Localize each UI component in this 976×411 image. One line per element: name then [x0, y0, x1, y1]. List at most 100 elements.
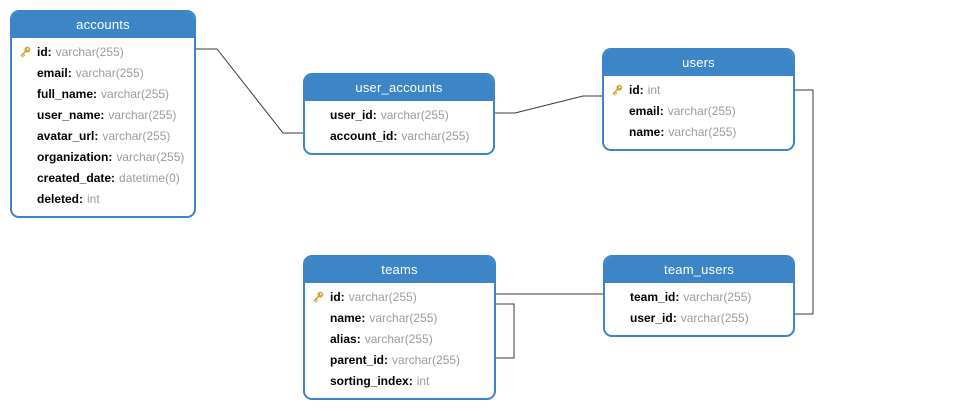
field-separator: : — [408, 373, 413, 388]
key-slot-empty — [18, 171, 37, 185]
field-type: varchar(255) — [668, 124, 737, 139]
field-name: email — [629, 103, 660, 118]
field-name: parent_id — [330, 352, 385, 367]
field-row-name[interactable]: name:varchar(255) — [604, 121, 793, 142]
field-row-user_name[interactable]: user_name:varchar(255) — [12, 104, 194, 125]
field-row-email[interactable]: email:varchar(255) — [604, 100, 793, 121]
primary-key-icon — [20, 46, 31, 58]
field-name: email — [37, 65, 68, 80]
field-separator: : — [393, 128, 398, 143]
key-slot-empty — [311, 108, 330, 122]
field-type: varchar(255) — [392, 352, 461, 367]
field-type: varchar(255) — [108, 107, 177, 122]
key-slot-empty — [611, 311, 630, 325]
field-separator: : — [93, 86, 98, 101]
field-row-deleted[interactable]: deleted:int — [12, 188, 194, 209]
key-slot-empty — [311, 374, 330, 388]
field-name: created_date — [37, 170, 112, 185]
field-type: varchar(255) — [75, 65, 144, 80]
key-slot-empty — [611, 290, 630, 304]
field-row-organization[interactable]: organization:varchar(255) — [12, 146, 194, 167]
field-row-avatar_url[interactable]: avatar_url:varchar(255) — [12, 125, 194, 146]
field-separator: : — [47, 44, 52, 59]
field-type: varchar(255) — [102, 128, 171, 143]
field-name: organization — [37, 149, 109, 164]
table-body: id:varchar(255)email:varchar(255)full_na… — [12, 38, 194, 216]
field-row-team_id[interactable]: team_id:varchar(255) — [605, 286, 793, 307]
field-name: name — [330, 310, 362, 325]
field-separator: : — [672, 310, 677, 325]
field-name: user_id — [330, 107, 373, 122]
field-name: full_name — [37, 86, 94, 101]
field-row-name[interactable]: name:varchar(255) — [305, 307, 494, 328]
field-row-full_name[interactable]: full_name:varchar(255) — [12, 83, 194, 104]
table-title[interactable]: teams — [305, 257, 494, 283]
relationship-teams-self-reference[interactable] — [496, 303, 515, 359]
table-body: team_id:varchar(255)user_id:varchar(255) — [605, 283, 793, 335]
key-slot-empty — [18, 87, 37, 101]
field-row-user_id[interactable]: user_id:varchar(255) — [605, 307, 793, 328]
field-separator: : — [67, 65, 72, 80]
field-row-id[interactable]: id:int — [604, 79, 793, 100]
field-type: varchar(255) — [55, 44, 124, 59]
field-row-account_id[interactable]: account_id:varchar(255) — [305, 125, 493, 146]
field-type: varchar(255) — [369, 310, 438, 325]
field-type: int — [647, 82, 661, 97]
key-slot-empty — [610, 125, 629, 139]
table-title[interactable]: accounts — [12, 12, 194, 38]
field-row-user_id[interactable]: user_id:varchar(255) — [305, 104, 493, 125]
field-row-sorting_index[interactable]: sorting_index:int — [305, 370, 494, 391]
field-separator: : — [79, 191, 84, 206]
key-slot-empty — [311, 129, 330, 143]
key-slot-empty — [18, 108, 37, 122]
key-slot-empty — [18, 192, 37, 206]
primary-key-icon — [313, 291, 324, 303]
field-name: account_id — [330, 128, 394, 143]
field-separator: : — [675, 289, 680, 304]
relationship-accounts-to-user_accounts[interactable] — [196, 48, 303, 134]
table-body: user_id:varchar(255)account_id:varchar(2… — [305, 101, 493, 153]
field-row-email[interactable]: email:varchar(255) — [12, 62, 194, 83]
table-title[interactable]: users — [604, 50, 793, 76]
field-name: name — [629, 124, 661, 139]
table-title[interactable]: team_users — [605, 257, 793, 283]
relationship-user_accounts-to-users[interactable] — [495, 95, 602, 114]
field-separator: : — [639, 82, 644, 97]
key-slot-empty — [311, 311, 330, 325]
key-slot-empty — [610, 104, 629, 118]
field-name: id — [37, 44, 48, 59]
field-row-id[interactable]: id:varchar(255) — [305, 286, 494, 307]
field-row-alias[interactable]: alias:varchar(255) — [305, 328, 494, 349]
field-separator: : — [384, 352, 389, 367]
field-separator: : — [660, 124, 665, 139]
field-type: int — [87, 191, 100, 206]
table-body: id:varchar(255)name:varchar(255)alias:va… — [305, 283, 494, 398]
field-name: user_name — [37, 107, 101, 122]
field-name: id — [330, 289, 341, 304]
key-slot-empty — [18, 150, 37, 164]
field-separator: : — [111, 170, 116, 185]
field-name: deleted — [37, 191, 80, 206]
primary-key-slot — [311, 290, 330, 304]
field-type: varchar(255) — [680, 310, 749, 325]
field-row-id[interactable]: id:varchar(255) — [12, 41, 194, 62]
field-type: varchar(255) — [348, 289, 417, 304]
field-type: varchar(255) — [101, 86, 170, 101]
relationship-users-to-team_users[interactable] — [795, 89, 814, 315]
field-row-parent_id[interactable]: parent_id:varchar(255) — [305, 349, 494, 370]
field-row-created_date[interactable]: created_date:datetime(0) — [12, 167, 194, 188]
table-title[interactable]: user_accounts — [305, 75, 493, 101]
field-name: sorting_index — [330, 373, 409, 388]
field-separator: : — [100, 107, 105, 122]
key-slot-empty — [18, 129, 37, 143]
field-type: varchar(255) — [364, 331, 433, 346]
key-slot-empty — [18, 66, 37, 80]
